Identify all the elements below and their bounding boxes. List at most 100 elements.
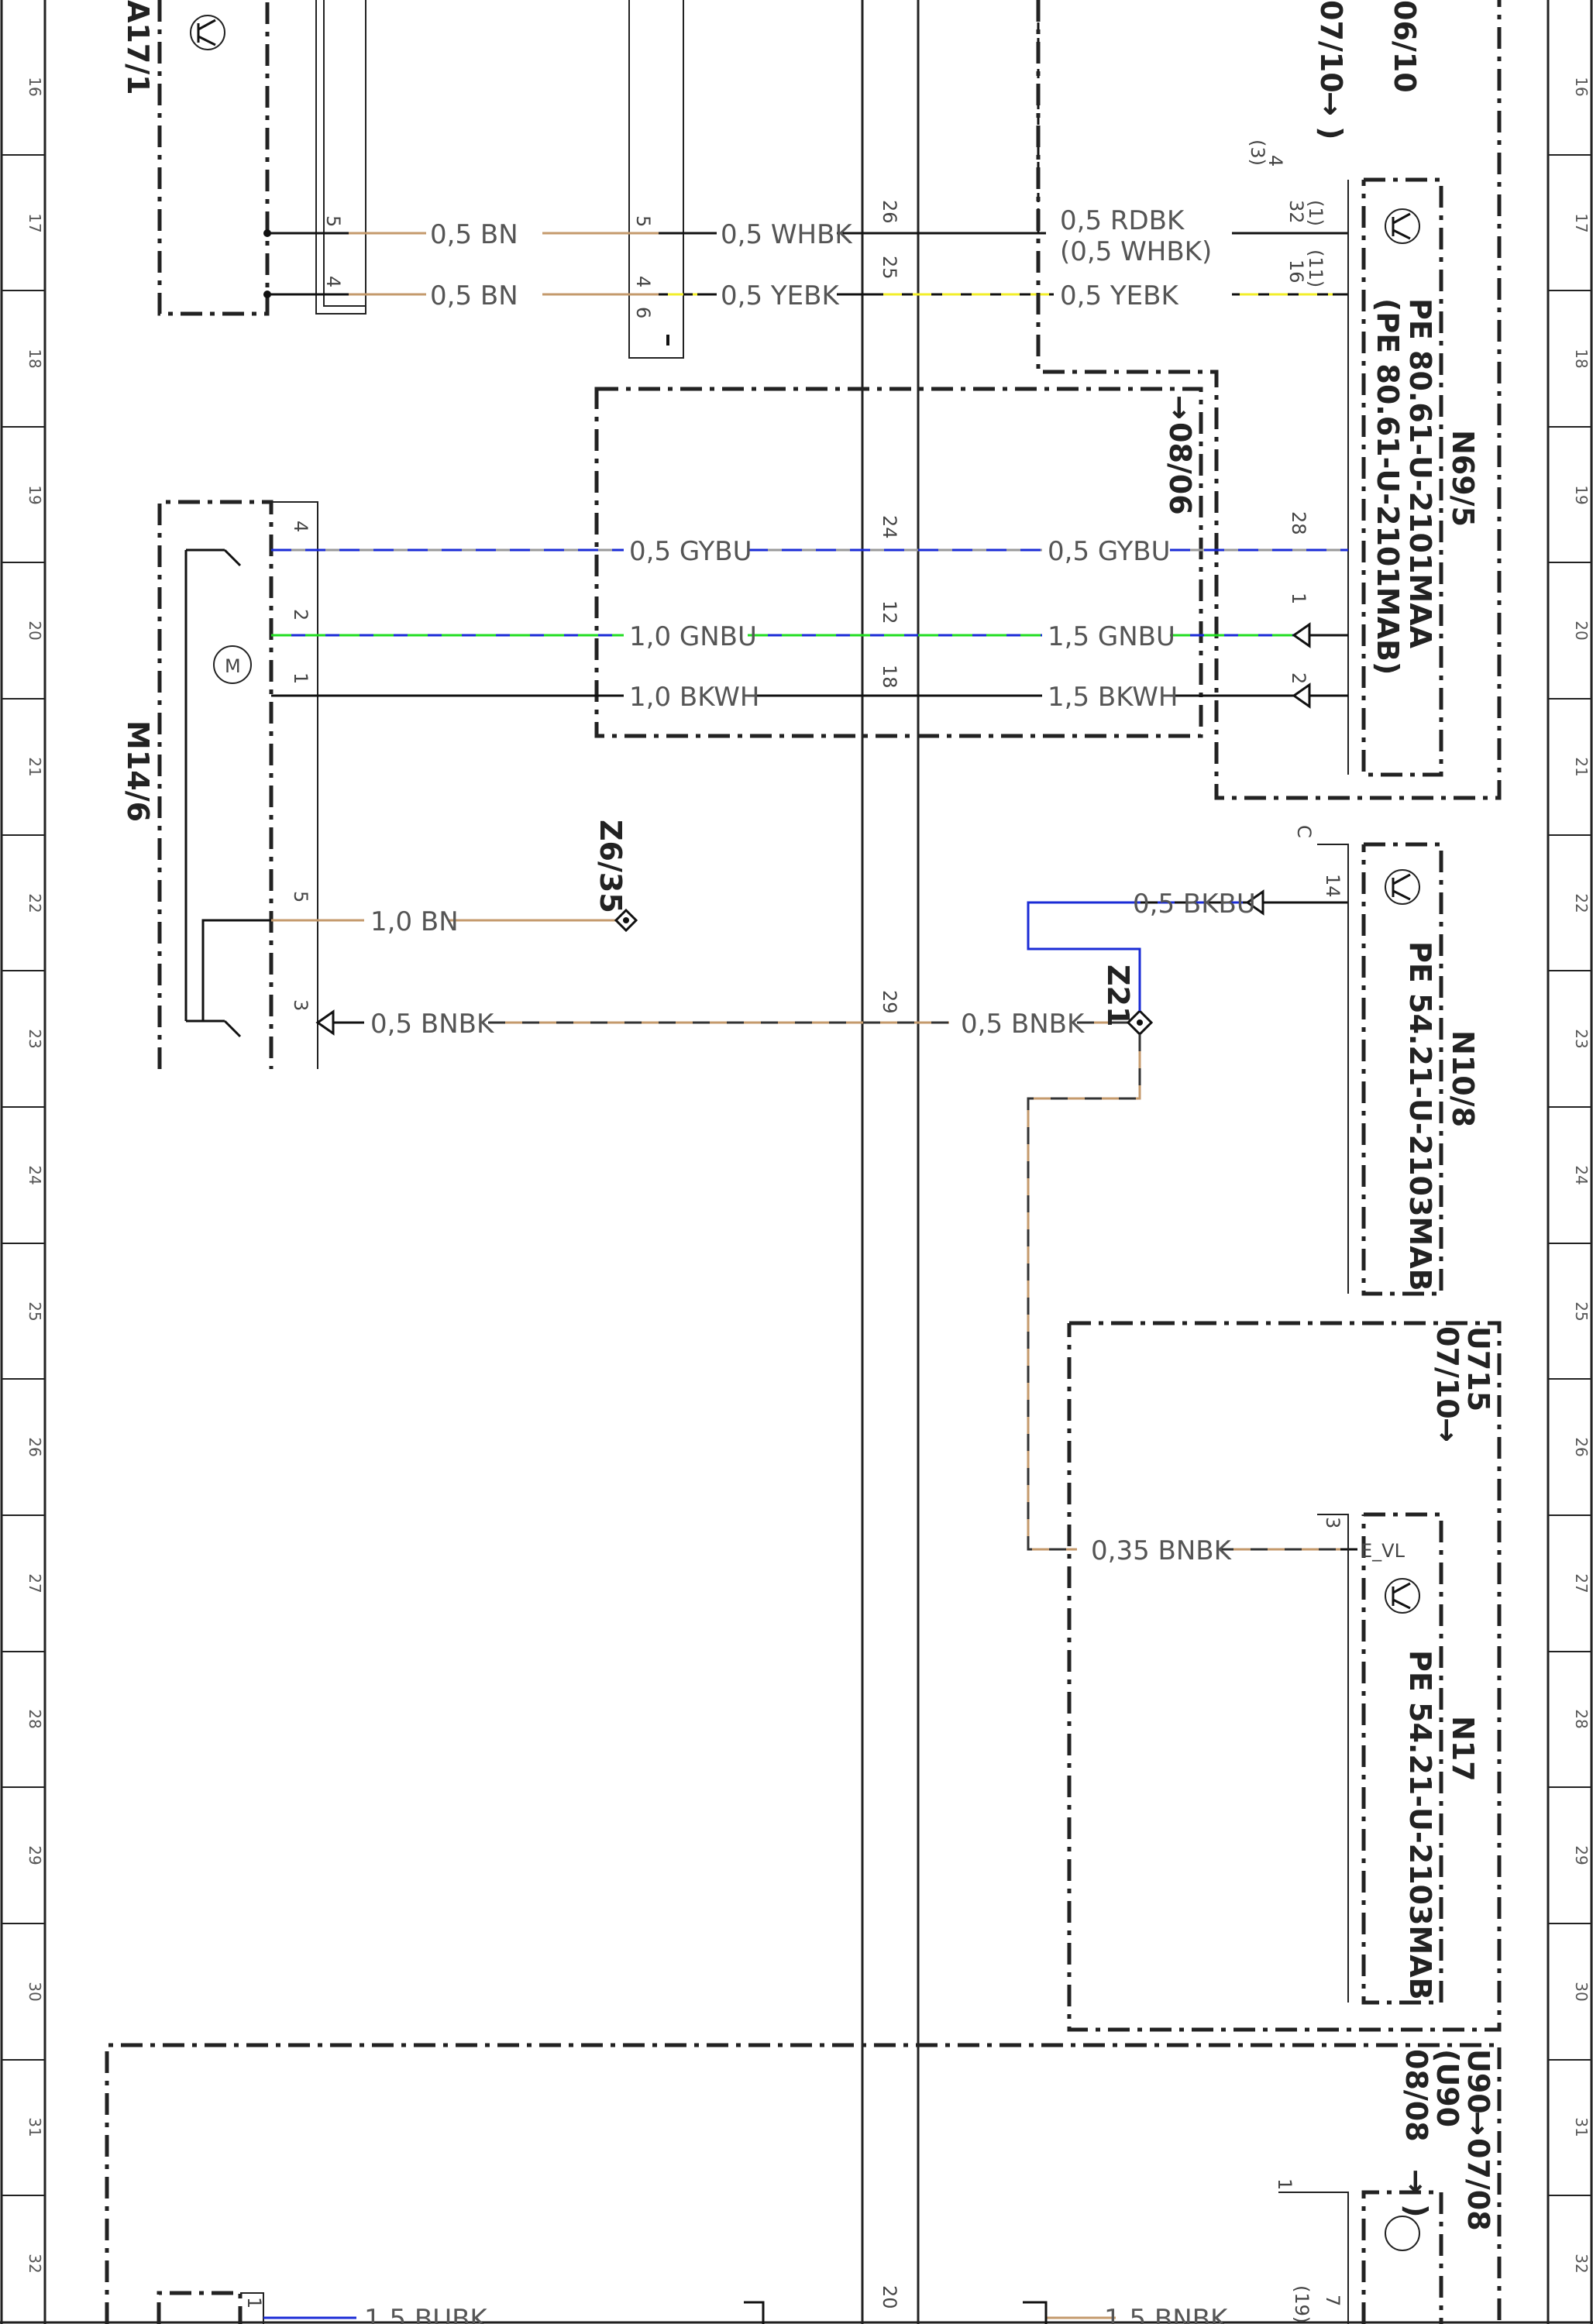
label-z6-35: Z6/35 — [594, 820, 628, 913]
wire-label: 0,35 BNBK — [1091, 1535, 1233, 1566]
date-label: 08/06 — [1163, 422, 1197, 515]
frame-tick: 32 — [26, 2254, 44, 2273]
motor-icon: M — [225, 655, 241, 677]
wire-label: 0,5 BN — [430, 280, 518, 311]
pin: (11) — [1305, 249, 1326, 287]
pin: 5 — [632, 215, 654, 227]
pin: 5 — [290, 891, 311, 902]
connector-a: 5 4 — [263, 0, 366, 315]
pin: 32 — [1285, 200, 1307, 224]
wires-middle: 0,5 GYBU 0,5 GYBU 1,0 GNBU 1,5 GNBU 1,0 … — [271, 515, 1348, 713]
pin: 26 — [879, 200, 900, 224]
pin: 7 — [1322, 2295, 1344, 2306]
wire-label: 0,5 BNBK — [370, 1009, 495, 1040]
frame-tick: 29 — [1572, 1845, 1591, 1865]
pin: 5 — [322, 215, 344, 227]
wire-label: 1,0 BN — [370, 906, 459, 937]
frame-tick: 17 — [1572, 213, 1591, 232]
arrow-icon: → — [1461, 2111, 1495, 2136]
label-m14-6: M14/6 — [121, 720, 155, 822]
wire-label: (0,5 WHBK) — [1060, 236, 1212, 267]
frame-tick: 30 — [26, 1982, 44, 2001]
frame-tick: 29 — [26, 1845, 44, 1865]
pin: E_VL — [1361, 1540, 1405, 1562]
date-label: 07/10 — [1314, 0, 1348, 93]
component-a17-1[interactable]: A17/1 — [121, 0, 270, 316]
pin: 1 — [243, 2297, 265, 2309]
frame-tick: 25 — [1572, 1301, 1591, 1321]
wire-label: 0,5 BKBU — [1133, 889, 1256, 920]
arrow-icon: → — [1430, 1418, 1464, 1442]
component-n10-8[interactable]: N10/8 PE 54.21-U-2103MAB C 14 — [1293, 825, 1480, 1296]
box-u90: U90 → 07/08 (U90 08/08 → ) 1,5 BUBK 1,5 … — [105, 2043, 1502, 2324]
wire-label: 1,0 BKWH — [629, 682, 759, 713]
pe-label: PE 54.21-U-2103MAB — [1403, 941, 1437, 1291]
wire-label: 1,5 GNBU — [1048, 621, 1175, 652]
label-n10-8: N10/8 — [1446, 1030, 1480, 1127]
component-m14-6[interactable]: M14/6 M 4 2 1 5 3 — [121, 500, 318, 1069]
wire-label: 0,5 BN — [430, 219, 518, 250]
pe-label: PE 80.61-U-2101MAA — [1403, 298, 1437, 649]
frame-tick: 21 — [1572, 757, 1591, 776]
label-u90: U90 — [1461, 2049, 1495, 2114]
wire-label: 0,5 BNBK — [961, 1009, 1086, 1040]
box-u715: U715 07/10 → — [1067, 1321, 1502, 2032]
frame-tick: 24 — [1572, 1165, 1591, 1184]
component-n69-5[interactable]: N69/5 PE 80.61-U-2101MAA (PE 80.61-U-210… — [1247, 139, 1480, 777]
frame-tick: 20 — [1572, 621, 1591, 640]
box-0806: → 08/06 — [594, 387, 1203, 738]
frame-tick: 16 — [1572, 77, 1591, 96]
pe-label: (PE 80.61-U-2101MAB) — [1371, 298, 1405, 675]
pin: 14 — [1322, 874, 1344, 898]
frame-tick: 20 — [26, 621, 44, 640]
wire-label: 1,5 BNBK — [1104, 2304, 1229, 2324]
pin: 1 — [1288, 593, 1309, 604]
frame-tick: 24 — [26, 1165, 44, 1184]
frame-tick: 23 — [26, 1029, 44, 1048]
date-label: 06/10 — [1388, 0, 1422, 93]
arrow-icon: → ) — [1314, 91, 1348, 139]
pin: C — [1293, 825, 1315, 838]
frame-tick: 19 — [26, 485, 44, 504]
wire-label: 0,5 YEBK — [1060, 280, 1179, 311]
frame-tick: 22 — [1572, 893, 1591, 913]
frame-tick: 31 — [1572, 2117, 1591, 2137]
pin: (1) — [1305, 200, 1326, 226]
date-label: 07/10 — [1430, 1326, 1464, 1419]
component-z6-35[interactable]: 1,0 BN Z6/35 — [271, 820, 638, 937]
date-label: 07/08 — [1461, 2138, 1495, 2231]
pin: 18 — [879, 665, 900, 689]
pe-label: PE 54.21-U-2103MAB — [1403, 1650, 1437, 2000]
pin: 2 — [290, 609, 311, 621]
arrow-icon: → — [1163, 395, 1197, 420]
label-u90: (U90 — [1430, 2049, 1464, 2127]
pin: 4 — [1264, 155, 1286, 167]
frame-tick: 31 — [26, 2117, 44, 2137]
frame-tick: 32 — [1572, 2254, 1591, 2273]
pin: 1 — [1274, 2178, 1295, 2190]
frame-tick: 26 — [1572, 1437, 1591, 1456]
frame-tick: 18 — [26, 349, 44, 368]
frame-tick: 23 — [1572, 1029, 1591, 1048]
component-n17[interactable]: N17 PE 54.21-U-2103MAB 3 E_VL — [1317, 1512, 1480, 2005]
frame-tick: 18 — [1572, 349, 1591, 368]
pin: (19) — [1291, 2285, 1313, 2323]
label-n17: N17 — [1446, 1716, 1480, 1782]
wire-label: 1,5 BUBK — [364, 2304, 488, 2324]
pin: 16 — [1285, 260, 1307, 284]
label-n69-5: N69/5 — [1446, 430, 1480, 527]
label-z21: Z21 — [1101, 964, 1135, 1026]
label-a17-1: A17/1 — [121, 0, 155, 95]
connector-rails — [861, 0, 920, 2324]
label-u715: U715 — [1461, 1326, 1495, 1411]
wires-top: 0,5 BN 0,5 BN 0,5 WHBK 0,5 YEBK 0,5 RDBK… — [349, 0, 1348, 311]
wires-bnbk: 0,5 BNBK 0,5 BNBK 0,5 BKBU 0,35 BNBK 29 … — [315, 889, 1357, 1566]
pin: 29 — [879, 990, 900, 1014]
frame-tick: 17 — [26, 213, 44, 232]
pin: 4 — [290, 521, 311, 532]
pin: 25 — [879, 256, 900, 280]
wire-label: 1,0 GNBU — [629, 621, 757, 652]
pin: 6 — [632, 307, 654, 318]
